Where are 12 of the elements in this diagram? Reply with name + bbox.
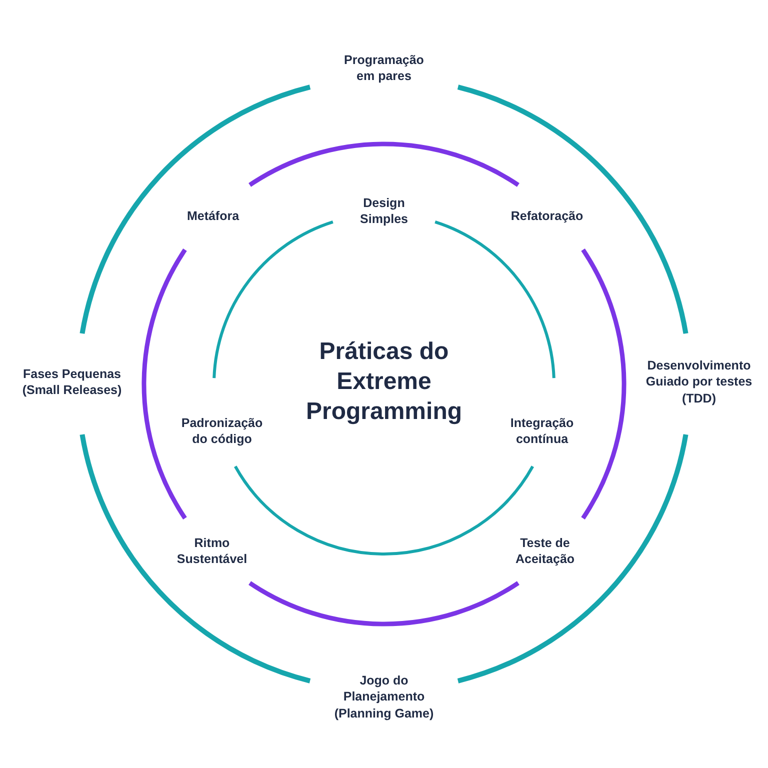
practice-label: Metáfora [186, 208, 240, 224]
diagram-title: Práticas do Extreme Programming [304, 337, 464, 427]
practice-label: Desenvolvimento Guiado por testes (TDD) [644, 358, 754, 406]
practice-label: Refatoração [510, 208, 584, 224]
practice-label: Ritmo Sustentável [176, 534, 248, 568]
practice-label: Teste de Aceitação [514, 534, 576, 568]
practice-label: Integração contínua [509, 414, 575, 448]
practice-label: Padronização do código [180, 414, 264, 448]
practice-label: Jogo do Planejamento (Planning Game) [333, 672, 435, 722]
practice-label: Programação em pares [343, 52, 425, 84]
practice-label: Fases Pequenas (Small Releases) [21, 366, 123, 398]
practice-label: Design Simples [359, 194, 409, 228]
